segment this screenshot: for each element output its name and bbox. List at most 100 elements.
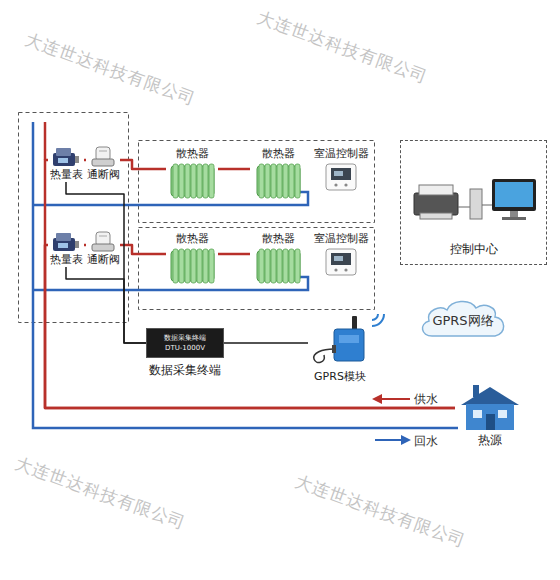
shape-part <box>495 182 533 207</box>
shape-part <box>331 253 351 265</box>
flow-label: 回水 <box>414 433 438 450</box>
heat-source-icon <box>459 383 521 431</box>
node-label: 热量表 <box>48 168 84 182</box>
shape-part <box>265 249 270 283</box>
supply-pipe <box>45 160 455 408</box>
radiator-icon <box>256 248 301 284</box>
shape-part <box>492 179 536 211</box>
node-label: 室温控制器 <box>310 232 372 246</box>
node-label: 热源 <box>455 433 525 448</box>
node-label: 室温控制器 <box>310 147 372 161</box>
watermark: 大连世达科技有限公司 <box>12 452 189 535</box>
shape-part <box>203 249 208 283</box>
shape-part <box>289 164 294 198</box>
shape-part <box>179 249 184 283</box>
node-label: DTU-1000V <box>147 343 223 353</box>
shape-part <box>197 249 202 283</box>
radiator: 散热器 <box>166 232 218 284</box>
room-thermostat: 室温控制器 <box>310 147 372 191</box>
terminal-body: 数据采集终端DTU-1000V <box>146 328 224 358</box>
shape-part <box>277 164 282 198</box>
shape-part <box>271 164 276 198</box>
node-label: 数据采集终端 <box>146 362 224 378</box>
shape-part <box>271 249 276 283</box>
shape-part <box>173 249 178 283</box>
shape-part <box>56 233 71 241</box>
shape-part <box>339 335 359 343</box>
control-center: 控制中心 <box>400 140 547 265</box>
room-frame <box>139 228 375 310</box>
shape-part <box>332 345 336 353</box>
shape-part <box>185 164 190 198</box>
watermark: 大连世达科技有限公司 <box>254 6 431 89</box>
supply-pipe <box>218 168 250 171</box>
node-label: 散热器 <box>166 232 218 246</box>
node-label: 散热器 <box>166 147 218 161</box>
network-cloud: GPRS网络 <box>418 296 508 342</box>
flow-arrows <box>372 394 411 445</box>
shape-part <box>203 164 208 198</box>
shape-part <box>334 329 364 361</box>
shape-part <box>331 168 351 180</box>
shape-part <box>473 410 482 418</box>
return-arrow <box>375 439 403 441</box>
shape-part <box>92 159 114 166</box>
supply-arrow <box>380 398 410 400</box>
shape-part <box>498 410 507 418</box>
shape-part <box>486 414 495 430</box>
data-wire <box>66 267 146 343</box>
supply-pipe <box>218 253 250 256</box>
dashed-frames <box>19 113 375 323</box>
arrow-head <box>401 435 411 445</box>
heat-meter: 热量表 <box>48 146 84 182</box>
shape-part <box>179 164 184 198</box>
heat-meter-icon <box>52 231 80 253</box>
supply-pipe <box>44 122 47 160</box>
shape-part <box>419 185 453 195</box>
shape-part <box>283 249 288 283</box>
shape-part <box>259 164 264 198</box>
room-frame <box>139 141 375 223</box>
shutoff-valve: 通断阀 <box>86 231 120 267</box>
radiator: 散热器 <box>250 232 306 284</box>
watermark: 大连世达科技有限公司 <box>292 470 469 553</box>
shape-part <box>326 249 356 275</box>
shutoff-valve-icon <box>90 231 116 253</box>
radiator-icon <box>256 163 301 199</box>
room-thermostat-icon <box>325 248 357 276</box>
shape-part <box>99 236 107 237</box>
shape-part <box>344 268 347 271</box>
shape-part <box>99 151 107 152</box>
shape-part <box>209 249 214 283</box>
supply-pipe <box>84 244 86 247</box>
supply-pipe <box>120 160 166 169</box>
node-label: 热量表 <box>48 253 84 267</box>
signal-arc <box>372 314 384 326</box>
wireless-signal <box>372 314 384 326</box>
shape-part <box>58 158 68 163</box>
shape-part <box>259 249 264 283</box>
room-thermostat: 室温控制器 <box>310 232 372 276</box>
heat-meter: 热量表 <box>48 231 84 267</box>
pipes <box>33 122 458 428</box>
radiator-icon <box>170 163 215 199</box>
shape-part <box>470 189 482 219</box>
shape-part <box>334 256 343 261</box>
shape-part <box>56 148 71 156</box>
shape-part <box>466 404 514 430</box>
supply-pipe <box>120 245 166 254</box>
shape-part <box>502 217 526 220</box>
shape-part <box>326 164 356 190</box>
shape-part <box>75 156 79 163</box>
radiator: 散热器 <box>250 147 306 199</box>
shape-part <box>344 183 347 186</box>
shape-part <box>314 349 334 362</box>
node-label: 散热器 <box>250 232 306 246</box>
shape-part <box>458 207 470 208</box>
shape-part <box>283 164 288 198</box>
shape-part <box>420 213 452 219</box>
shape-part <box>209 164 214 198</box>
shape-part <box>75 241 79 248</box>
shape-part <box>461 387 519 405</box>
shape-part <box>334 268 337 271</box>
